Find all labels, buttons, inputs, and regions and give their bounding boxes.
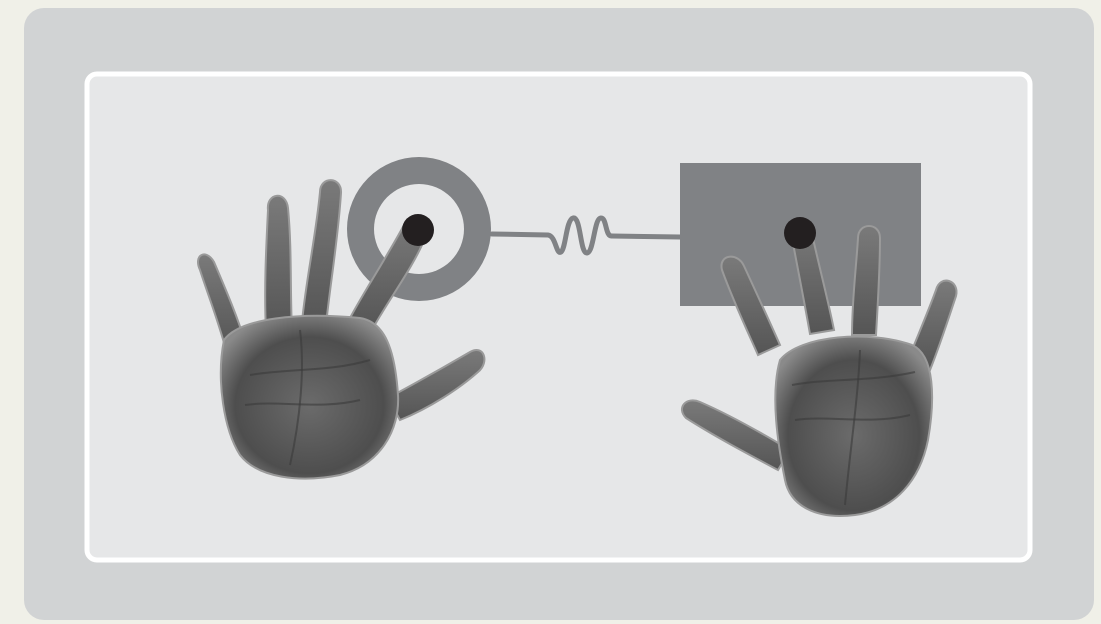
left-ring-finger xyxy=(265,196,292,332)
left-contact-dot xyxy=(402,214,434,246)
left-palm xyxy=(221,316,398,479)
right-contact-dot xyxy=(784,217,816,249)
